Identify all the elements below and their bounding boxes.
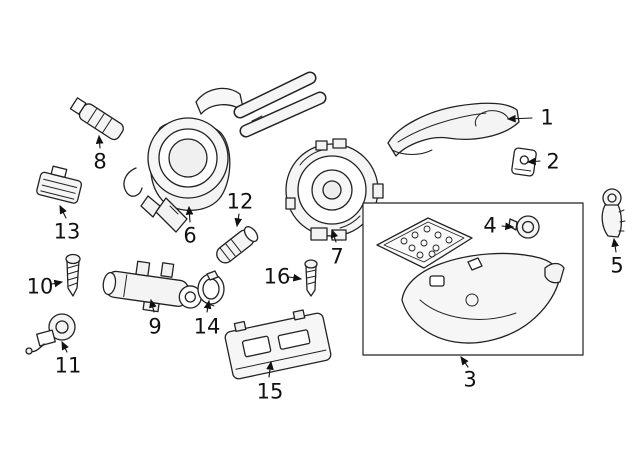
part-13-module — [36, 165, 83, 204]
callout-16: 16 — [263, 264, 291, 289]
callout-12: 12 — [226, 189, 254, 214]
part-4-grommet — [508, 215, 540, 239]
part-6-steering-column — [123, 71, 327, 233]
callout-arrows — [51, 114, 619, 378]
callout-9: 9 — [148, 314, 162, 339]
callout-10: 10 — [26, 274, 54, 299]
callout-1: 1 — [540, 105, 554, 130]
callout-14: 14 — [193, 314, 221, 339]
part-5-bracket — [601, 188, 626, 238]
callout-4: 4 — [483, 213, 497, 238]
part-15-lower-trim — [224, 309, 332, 380]
part-10-bolt — [65, 253, 81, 297]
callout-8: 8 — [93, 149, 107, 174]
part-7-clock-spring — [285, 138, 384, 241]
part-3-group-box — [362, 202, 584, 356]
callout-3: 3 — [463, 367, 477, 392]
part-11-ignition-switch — [25, 313, 76, 355]
part-1-upper-column-cover — [387, 102, 520, 157]
part-3-insulator-tray — [376, 217, 473, 269]
callout-13: 13 — [53, 219, 81, 244]
part-14-antenna-ring — [197, 270, 225, 307]
callout-15: 15 — [256, 379, 284, 404]
part-8-switch — [69, 97, 124, 141]
callout-11: 11 — [54, 353, 82, 378]
part-16-screw — [304, 259, 318, 297]
callout-7: 7 — [330, 244, 344, 269]
part-12-lock-cylinder — [216, 226, 259, 264]
callout-2: 2 — [546, 149, 560, 174]
callout-6: 6 — [183, 223, 197, 248]
callout-5: 5 — [610, 253, 624, 278]
part-3-lower-shroud — [401, 252, 565, 344]
